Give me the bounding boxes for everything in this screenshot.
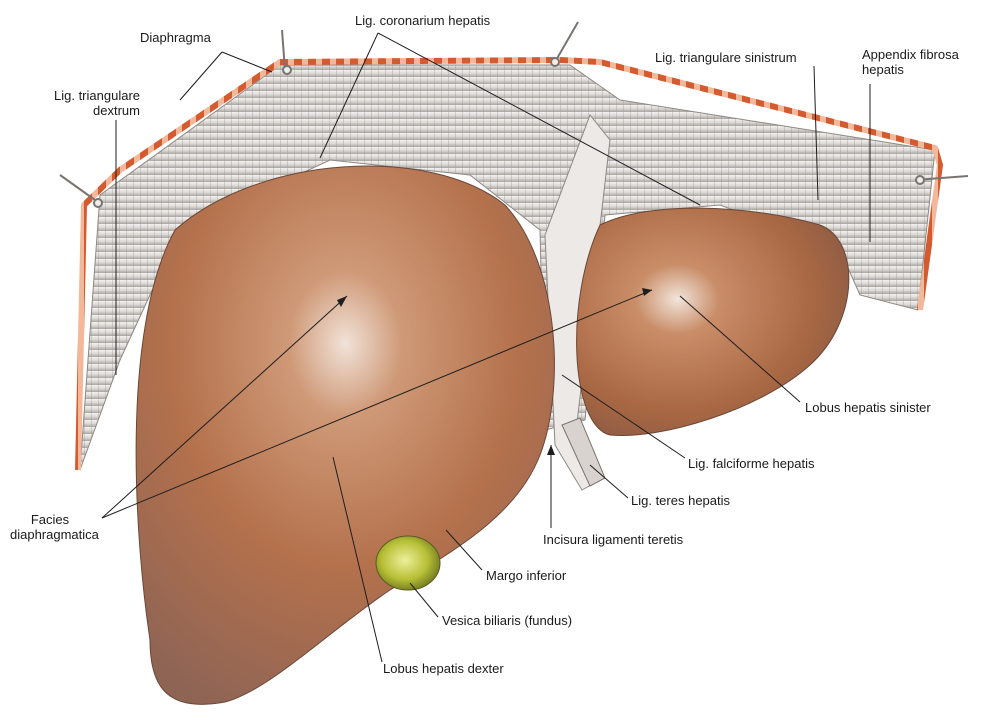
diaphragm-rim — [75, 57, 943, 471]
label-lig-coronarium: Lig. coronarium hepatis — [355, 13, 491, 28]
label-lobus-dexter: Lobus hepatis dexter — [383, 661, 504, 676]
gallbladder-fundus — [375, 535, 441, 591]
label-lig-tri-dex-line2: dextrum — [93, 103, 140, 118]
label-incisura: Incisura ligamenti teretis — [543, 532, 684, 547]
label-lobus-sinister: Lobus hepatis sinister — [805, 400, 931, 415]
label-facies-diaphragmatica: Facies diaphragmatica — [10, 512, 99, 542]
label-diaphragma: Diaphragma — [140, 30, 211, 45]
label-appendix-fibrosa: Appendix fibrosa hepatis — [862, 47, 959, 77]
label-lig-triangulare-dextrum: Lig. triangulare dextrum — [0, 88, 140, 118]
label-appendix-line1: Appendix fibrosa — [862, 47, 959, 62]
label-lig-tri-dex-line1: Lig. triangulare — [54, 88, 140, 103]
arrowheads — [337, 288, 652, 455]
label-lig-triangulare-sinistrum: Lig. triangulare sinistrum — [655, 50, 797, 65]
label-lig-falciforme: Lig. falciforme hepatis — [688, 456, 815, 471]
label-facies-line1: Facies — [30, 512, 70, 527]
left-lobe — [576, 207, 850, 437]
label-vesica-biliaris: Vesica biliaris (fundus) — [442, 613, 573, 628]
label-lig-teres: Lig. teres hepatis — [631, 493, 731, 508]
label-appendix-line2: hepatis — [862, 62, 904, 77]
suture-pins — [59, 21, 969, 208]
label-facies-line2: diaphragmatica — [10, 527, 99, 542]
label-margo-inferior: Margo inferior — [486, 568, 567, 583]
leader-lines — [101, 32, 871, 663]
